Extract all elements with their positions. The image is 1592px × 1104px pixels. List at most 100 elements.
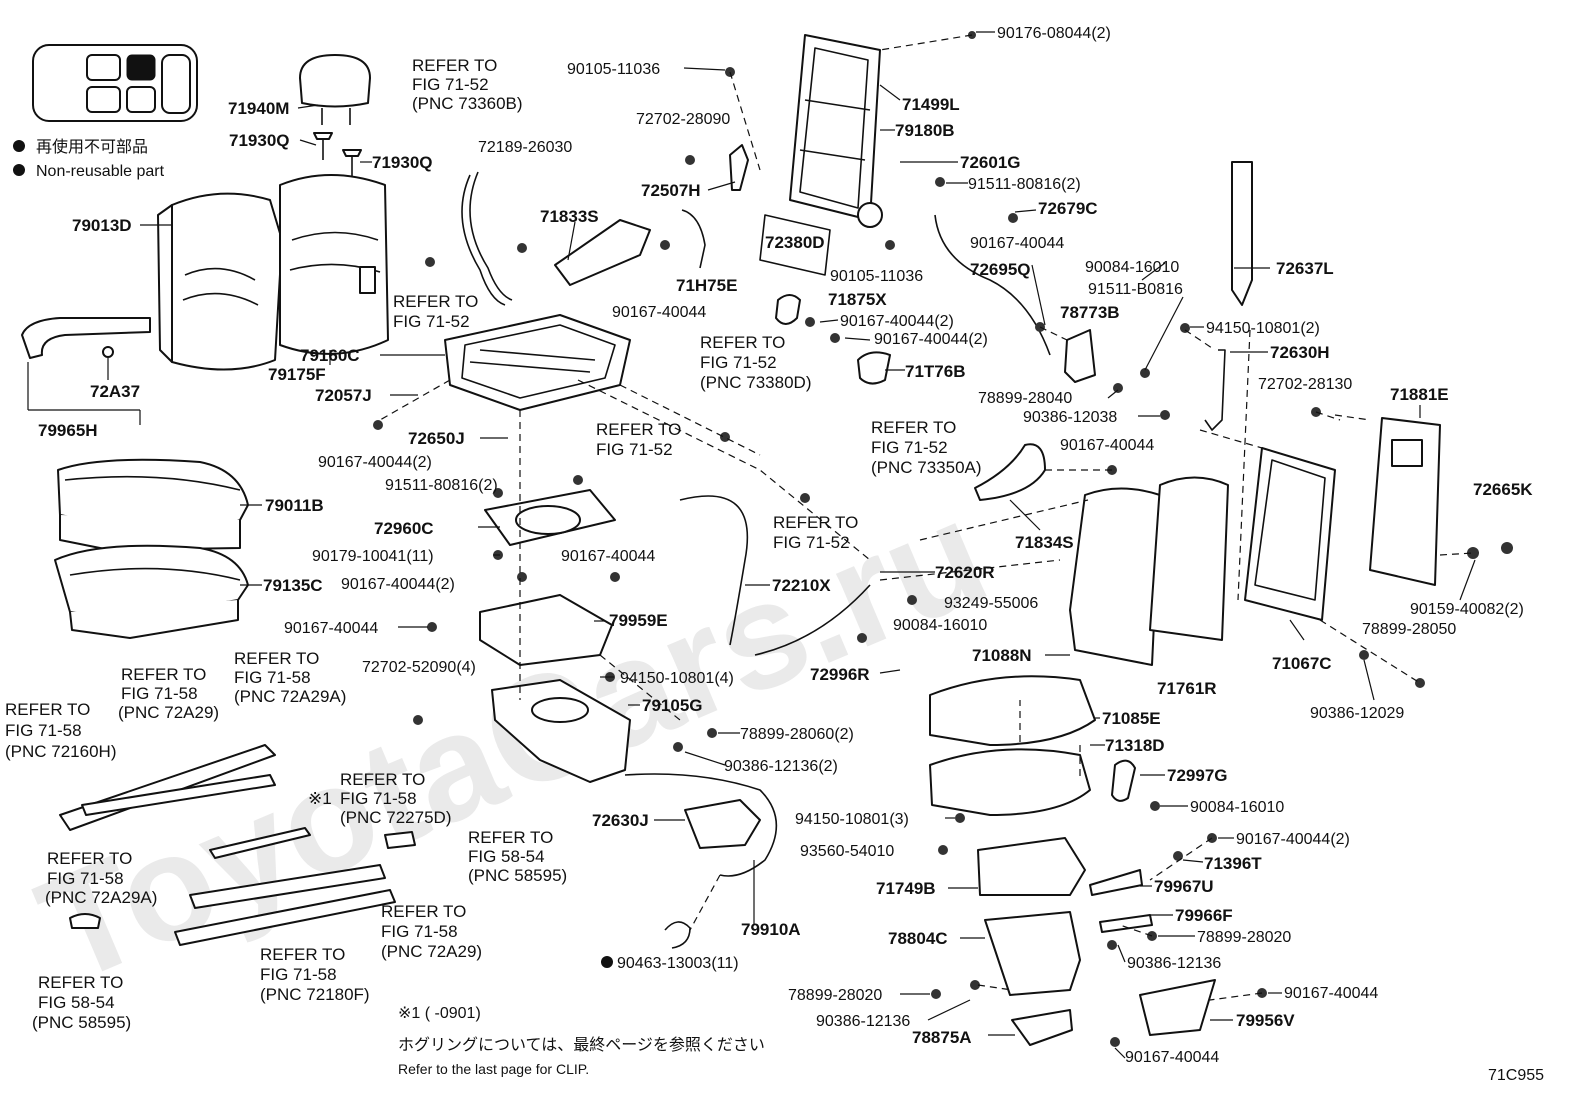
label-71396T: 71396T [1204,854,1262,873]
svg-text:REFER TO: REFER TO [260,945,345,964]
label-79956V: 79956V [1236,1011,1295,1030]
ref-fig-71-58-pnc-72a29-top: REFER TO FIG 71-58 (PNC 72A29) [118,665,219,722]
label-72507H: 72507H [641,181,701,200]
svg-text:REFER TO: REFER TO [700,333,785,352]
label-72189-26030: 72189-26030 [478,139,572,156]
label-79105G: 79105G [642,696,703,715]
ref-fig-71-52-pnc-73360b: REFER TO FIG 71-52 (PNC 73360B) [412,56,523,113]
svg-text:FIG 71-52: FIG 71-52 [412,75,489,94]
label-78899-28040: 78899-28040 [978,390,1072,407]
label-72702-28130: 72702-28130 [1258,376,1352,393]
label-90167-40044-2e: 90167-40044(2) [1236,831,1350,848]
label-90386-12038: 90386-12038 [1023,409,1117,426]
non-reusable-bullet-icon [601,956,613,968]
label-71749B: 71749B [876,879,936,898]
label-94150-10801-4: 94150-10801(4) [620,670,734,687]
cover-bracket-shape [1064,329,1096,383]
label-78899-28020-a: 78899-28020 [1197,929,1291,946]
label-72601G: 72601G [960,153,1021,172]
legend: 再使用不可部品 Non-reusable part [13,138,165,180]
label-90105-11036: 90105-11036 [567,61,660,78]
svg-text:REFER TO: REFER TO [38,973,123,992]
ref-fig-71-58-pnc-72275d: REFER TO ※1 FIG 71-58 (PNC 72275D) [308,770,452,827]
label-79011B: 79011B [265,496,324,515]
label-72702-28090: 72702-28090 [636,111,730,128]
ref-fig-71-52-b: REFER TO FIG 71-52 [596,420,681,459]
label-71761R: 71761R [1157,679,1217,698]
release-cable-long-shape [679,495,749,646]
svg-text:REFER TO: REFER TO [773,513,858,532]
label-79175F: 79175F [268,365,326,384]
label-71930Q-lower: 71930Q [372,153,433,172]
non-reusable-bullet-icon [13,140,25,152]
label-72630H: 72630H [1270,343,1330,362]
hinge-cap-shape [1111,759,1136,802]
svg-text:REFER TO: REFER TO [871,418,956,437]
label-72679C: 72679C [1038,199,1098,218]
label-71085E: 71085E [1102,709,1161,728]
svg-text:REFER TO: REFER TO [47,849,132,868]
label-94150-10801-2: 94150-10801(2) [1206,320,1320,337]
release-knob-shape [729,144,749,191]
label-79160C: 79160C [300,346,360,365]
ref-fig-71-58-pnc-72a29a-bottom: REFER TO FIG 71-58 (PNC 72A29A) [45,849,157,907]
ottoman-cushion-cover-shape [929,748,1091,816]
svg-text:(PNC 72160H): (PNC 72160H) [5,742,117,761]
label-71834S: 71834S [1015,533,1074,552]
ottoman-cover-shape [1149,476,1229,641]
svg-text:FIG 71-52: FIG 71-52 [773,533,850,552]
svg-text:REFER TO: REFER TO [381,902,466,921]
svg-text:(PNC 72A29): (PNC 72A29) [381,942,482,961]
label-94150-10801-3: 94150-10801(3) [795,811,909,828]
label-79959E: 79959E [609,611,668,630]
svg-text:FIG 71-58: FIG 71-58 [5,721,82,740]
ref-fig-71-52-pnc-73380d: REFER TO FIG 71-52 (PNC 73380D) [700,333,812,392]
headrest-guide-shapes [313,132,362,176]
lock-cable-shape [624,773,778,877]
hog-ring-shape [664,921,691,949]
non-reusable-bullet-icon [13,164,25,176]
svg-text:REFER TO: REFER TO [121,665,206,684]
label-90159-40082: 90159-40082(2) [1410,601,1524,618]
ref-fig-71-52-c: REFER TO FIG 71-52 [773,513,858,552]
svg-text:(PNC 72A29): (PNC 72A29) [118,703,219,722]
svg-text:FIG 71-52: FIG 71-52 [393,312,470,331]
label-90167-40044-2a: 90167-40044(2) [840,313,954,330]
label-90167-40044-2c: 90167-40044(2) [318,454,432,471]
label-90386-12136-a: 90386-12136 [1127,955,1221,972]
ottoman-pad-shape [1069,487,1161,666]
label-90167-40044-2b: 90167-40044(2) [874,331,988,348]
label-93249-55006: 93249-55006 [944,595,1038,612]
svg-text:FIG 71-58: FIG 71-58 [234,668,311,687]
label-90176-08044: 90176-08044(2) [997,25,1111,42]
label-78899-28060: 78899-28060(2) [740,726,854,743]
release-lever-shape [974,443,1046,501]
label-71067C: 71067C [1272,654,1332,673]
swivel-base-shape [491,679,631,783]
svg-text:FIG 71-52: FIG 71-52 [700,353,777,372]
label-90386-12029: 90386-12029 [1310,705,1404,722]
seatback-frame-shape [789,34,883,228]
label-90105-11036-b: 90105-11036 [830,268,923,285]
ref-fig-58-54-pnc-58595-right: REFER TO FIG 58-54 (PNC 58595) [468,828,567,885]
label-71940M: 71940M [228,99,289,118]
label-71H75E: 71H75E [676,276,737,295]
lock-assembly-shape [684,799,761,849]
cushion-pad-shape [54,544,249,639]
label-72695Q: 72695Q [970,260,1031,279]
label-79013D: 79013D [72,216,132,235]
svg-text:FIG 71-58: FIG 71-58 [121,684,198,703]
svg-text:FIG 71-58: FIG 71-58 [340,789,417,808]
label-71875X: 71875X [828,290,887,309]
svg-text:REFER TO: REFER TO [468,828,553,847]
footnote-jp: ホグリングについては、最終ページを参照ください [398,1036,765,1054]
label-72960C: 72960C [374,519,434,538]
label-72620R: 72620R [935,563,995,582]
assembly-lines [379,34,1474,1001]
label-91511-80816-2: 91511-80816(2) [385,477,498,494]
svg-text:FIG 58-54: FIG 58-54 [468,847,545,866]
label-90386-12136-2: 90386-12136(2) [724,758,838,775]
svg-text:FIG 71-58: FIG 71-58 [47,869,124,888]
svg-text:REFER TO: REFER TO [340,770,425,789]
